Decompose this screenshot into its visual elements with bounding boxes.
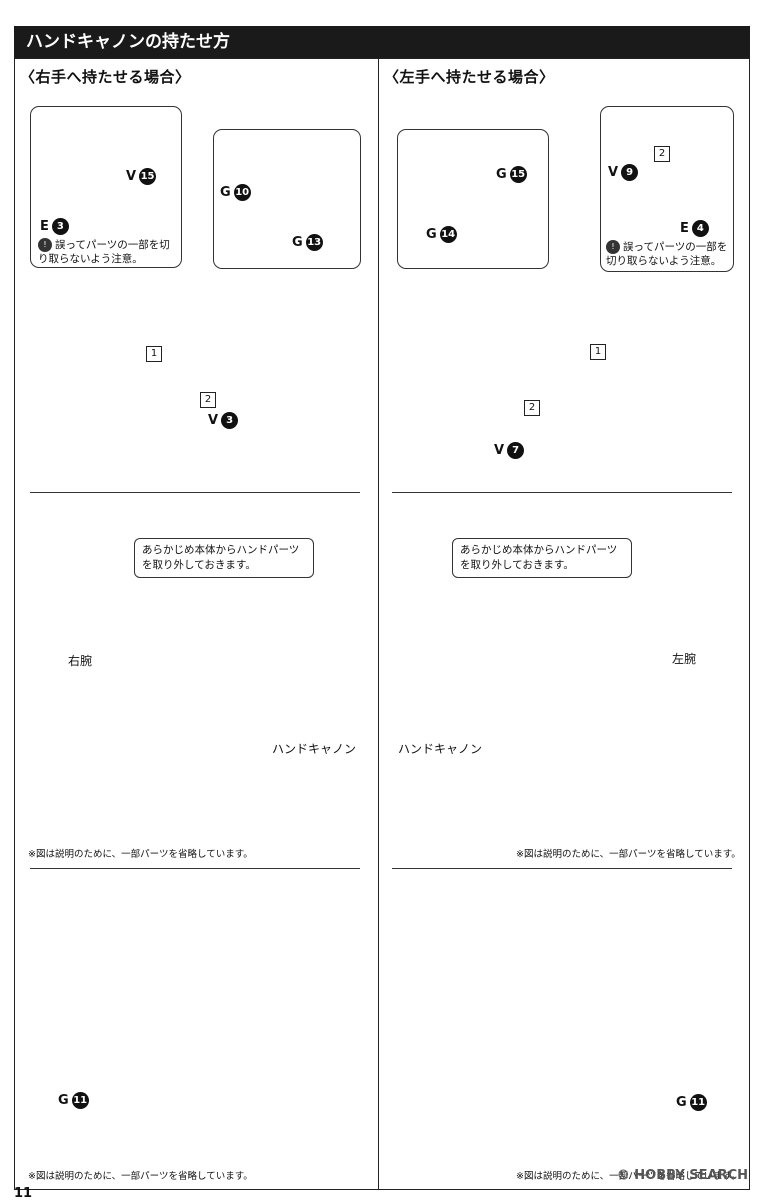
omission-note-left-2: ※図は説明のために、一部パーツを省略しています。 <box>516 1171 741 1182</box>
arm-label-left: 左腕 <box>672 652 697 666</box>
step-marker-1-right: 1 <box>146 346 162 362</box>
page-frame <box>14 58 750 1190</box>
badge-g15: 15 <box>509 166 527 183</box>
badge-v7: 7 <box>507 442 525 459</box>
callout-grip-parts-left <box>397 129 549 269</box>
page-title: ハンドキャノンの持たせ方 <box>14 26 750 58</box>
omission-note-right-2: ※図は説明のために、一部パーツを省略しています。 <box>28 1171 253 1182</box>
badge-g11-right: 11 <box>71 1092 89 1109</box>
badge-g10: 10 <box>233 184 251 201</box>
arm-label-right: 右腕 <box>68 654 93 668</box>
omission-note-right-1: ※図は説明のために、一部パーツを省略しています。 <box>28 849 253 860</box>
cut-warning-note-left: !誤ってパーツの一部を切り取らないよう注意。 <box>606 240 728 267</box>
step-marker-1-left: 1 <box>590 344 606 360</box>
watermark: © HOBBY SEARCH <box>616 1168 748 1183</box>
badge-e4: 4 <box>691 220 709 237</box>
omission-note-left-1: ※図は説明のために、一部パーツを省略しています。 <box>516 849 741 860</box>
column-divider <box>378 58 379 1190</box>
heading-left-hand: 〈左手へ持たせる場合〉 <box>384 68 555 86</box>
cannon-label-right: ハンドキャノン <box>272 742 357 756</box>
speech-bubble-right: あらかじめ本体からハンドパーツを取り外しておきます。 <box>134 538 314 578</box>
badge-g14: 14 <box>439 226 457 243</box>
step-marker-2-left-callout: 2 <box>654 146 670 162</box>
warning-icon: ! <box>606 240 620 254</box>
badge-v15: 15 <box>139 168 157 185</box>
page-number: 11 <box>14 1186 33 1201</box>
badge-g11-left: 11 <box>689 1094 707 1111</box>
badge-v3: 3 <box>221 412 239 429</box>
speech-bubble-left: あらかじめ本体からハンドパーツを取り外しておきます。 <box>452 538 632 578</box>
separator-left-2 <box>30 868 360 869</box>
badge-g13: 13 <box>305 234 323 251</box>
step-marker-2-right: 2 <box>200 392 216 408</box>
cut-warning-note-right: !誤ってパーツの一部を切り取らないよう注意。 <box>38 238 170 265</box>
warning-icon: ! <box>38 238 52 252</box>
badge-e3: 3 <box>51 218 69 235</box>
badge-v9: 9 <box>621 164 639 181</box>
heading-right-hand: 〈右手へ持たせる場合〉 <box>20 68 191 86</box>
step-marker-2-left: 2 <box>524 400 540 416</box>
cannon-label-left: ハンドキャノン <box>398 742 483 756</box>
